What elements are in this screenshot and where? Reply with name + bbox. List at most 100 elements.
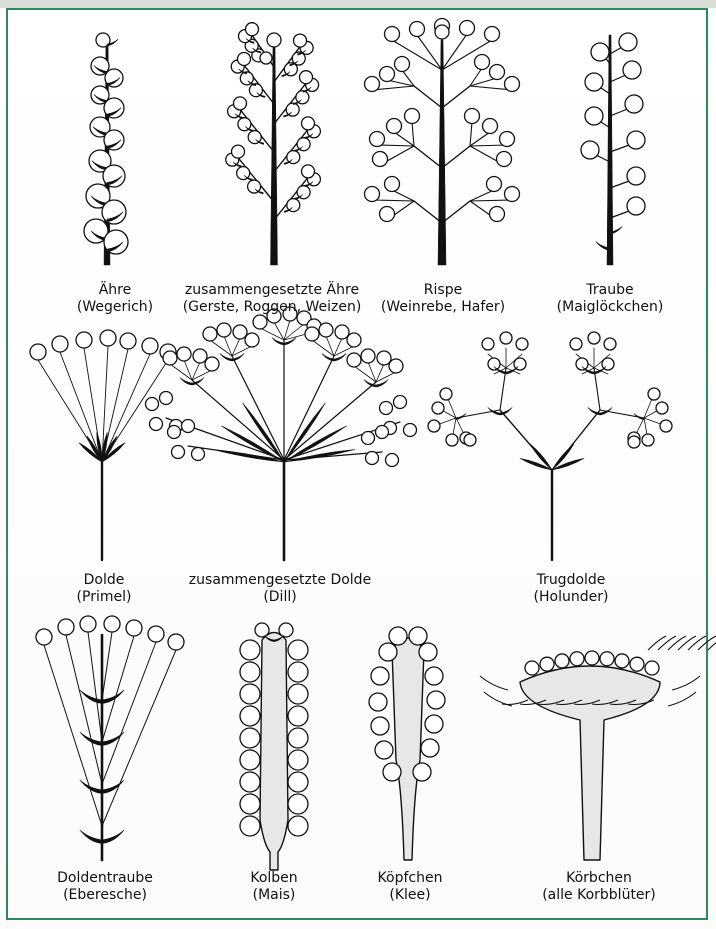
doldentraube-figure (36, 616, 184, 860)
bract-path (668, 636, 686, 650)
flower-circle (193, 349, 207, 363)
flower-circle (555, 654, 569, 668)
spadix-body (260, 633, 288, 871)
capitulum-body (392, 638, 424, 860)
stem-line (232, 338, 240, 356)
flower-circle (288, 794, 308, 814)
flower-circle (240, 772, 260, 792)
stem-line (470, 190, 494, 201)
flower-circle (371, 667, 389, 685)
flower-circle (279, 623, 293, 637)
kolben-figure (240, 623, 308, 870)
main-stem (607, 35, 613, 265)
flower-circle (387, 119, 402, 134)
flower-circle (500, 132, 515, 147)
stem-line (284, 356, 334, 460)
flower-circle (240, 816, 260, 836)
flower-circle (373, 152, 388, 167)
flower-circle (288, 728, 308, 748)
stem-line (470, 122, 472, 146)
stem-line (442, 146, 470, 168)
flower-circle (585, 73, 603, 91)
stem-line (192, 370, 212, 380)
flower-circle (570, 338, 582, 350)
flower-circle (630, 657, 644, 671)
flower-circle (483, 119, 498, 134)
stem-line (192, 362, 200, 380)
stem-line (102, 636, 134, 742)
flower-circle (267, 33, 281, 47)
stem-line (102, 354, 150, 462)
flower-circle (421, 739, 439, 757)
flower-circle (516, 338, 528, 350)
zusammengesetzte-dolde-figure (146, 307, 417, 560)
flower-circle (30, 344, 46, 360)
traube-figure (581, 33, 645, 265)
label-trugdolde: Trugdolde (Holunder) (461, 572, 681, 606)
flower-circle (394, 396, 407, 409)
bract-path (678, 636, 696, 650)
flower-circle (588, 332, 600, 344)
flower-circle (288, 772, 308, 792)
flower-circle (540, 657, 554, 671)
flower-circle (347, 353, 361, 367)
flower-circle (377, 351, 391, 365)
stem-line (66, 635, 102, 784)
flower-circle (380, 67, 395, 82)
flower-circle (288, 684, 308, 704)
flower-circle (302, 117, 315, 130)
bract-path (488, 408, 500, 415)
flower-circle (233, 325, 247, 339)
flower-circle (371, 717, 389, 735)
flower-circle (379, 643, 397, 661)
example-trugdolde: (Holunder) (461, 589, 681, 606)
flower-circle (656, 402, 668, 414)
stem-line (442, 201, 470, 223)
flower-circle (386, 454, 399, 467)
flower-circle (305, 327, 319, 341)
aehre-figure (84, 33, 128, 265)
flower-circle (409, 627, 427, 645)
bract-path (658, 636, 676, 650)
flower-circle (500, 332, 512, 344)
flower-circle (260, 52, 272, 64)
flower-circle (623, 61, 641, 79)
flower-circle (253, 315, 267, 329)
stem-line (412, 122, 414, 146)
flower-circle (288, 750, 308, 770)
stem-line (442, 34, 467, 70)
name-koerbchen: Körbchen (489, 870, 709, 887)
flower-circle (645, 661, 659, 675)
receptacle-body (520, 666, 660, 860)
flower-circle (288, 706, 308, 726)
flower-circle (464, 434, 476, 446)
bract-path (102, 690, 124, 703)
dolde-figure (30, 330, 176, 560)
flower-circle (288, 640, 308, 660)
flower-circle (104, 616, 120, 632)
flower-circle (163, 351, 177, 365)
bract-path (668, 692, 696, 706)
flower-circle (319, 323, 333, 337)
flower-circle (146, 398, 159, 411)
flower-circle (142, 338, 158, 354)
flower-circle (217, 323, 231, 337)
flower-circle (627, 197, 645, 215)
main-stem (438, 40, 446, 265)
flower-circle (570, 652, 584, 666)
flower-circle (76, 332, 92, 348)
label-koerbchen: Körbchen (alle Korbblüter) (489, 870, 709, 904)
stem-line (232, 346, 252, 356)
flower-circle (168, 426, 181, 439)
flower-circle (246, 23, 259, 36)
flower-circle (288, 816, 308, 836)
flower-circle (490, 207, 505, 222)
bract-path (648, 636, 666, 650)
flower-circle (150, 418, 163, 431)
flower-circle (380, 207, 395, 222)
flower-circle (370, 132, 385, 147)
flower-circle (365, 77, 380, 92)
flower-circle (427, 691, 445, 709)
bract-path (600, 408, 612, 415)
